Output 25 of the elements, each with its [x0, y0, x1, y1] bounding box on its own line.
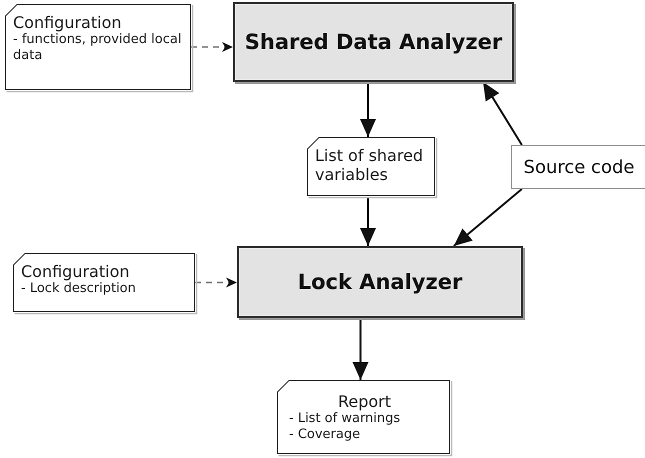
- document-text: - Coverage: [289, 426, 360, 442]
- document-box: [13, 253, 195, 312]
- document-title: Configuration: [13, 13, 122, 32]
- input-box: [511, 145, 645, 189]
- process-label: Shared Data Analyzer: [244, 30, 502, 54]
- process-box: [233, 2, 514, 82]
- arrow: [360, 198, 376, 246]
- document-title: List of shared variables: [315, 146, 424, 184]
- arrow: [482, 81, 523, 146]
- document-text: - List of warnings: [289, 411, 400, 427]
- input-label: Source code: [524, 156, 634, 178]
- document-text: - Lock description: [21, 281, 136, 297]
- arrow: [453, 188, 523, 247]
- dashed-arrow: [195, 278, 237, 288]
- document-box: [277, 380, 450, 454]
- document-title: Report: [338, 392, 392, 411]
- arrow: [360, 84, 376, 137]
- document-text: - functions, provided local data: [13, 32, 182, 64]
- process-box: [237, 246, 523, 318]
- document-box: [307, 137, 435, 196]
- document-box: [5, 4, 191, 90]
- dashed-arrow: [191, 42, 233, 52]
- arrow: [352, 320, 368, 380]
- process-label: Lock Analyzer: [298, 270, 462, 294]
- document-title: Configuration: [21, 262, 130, 282]
